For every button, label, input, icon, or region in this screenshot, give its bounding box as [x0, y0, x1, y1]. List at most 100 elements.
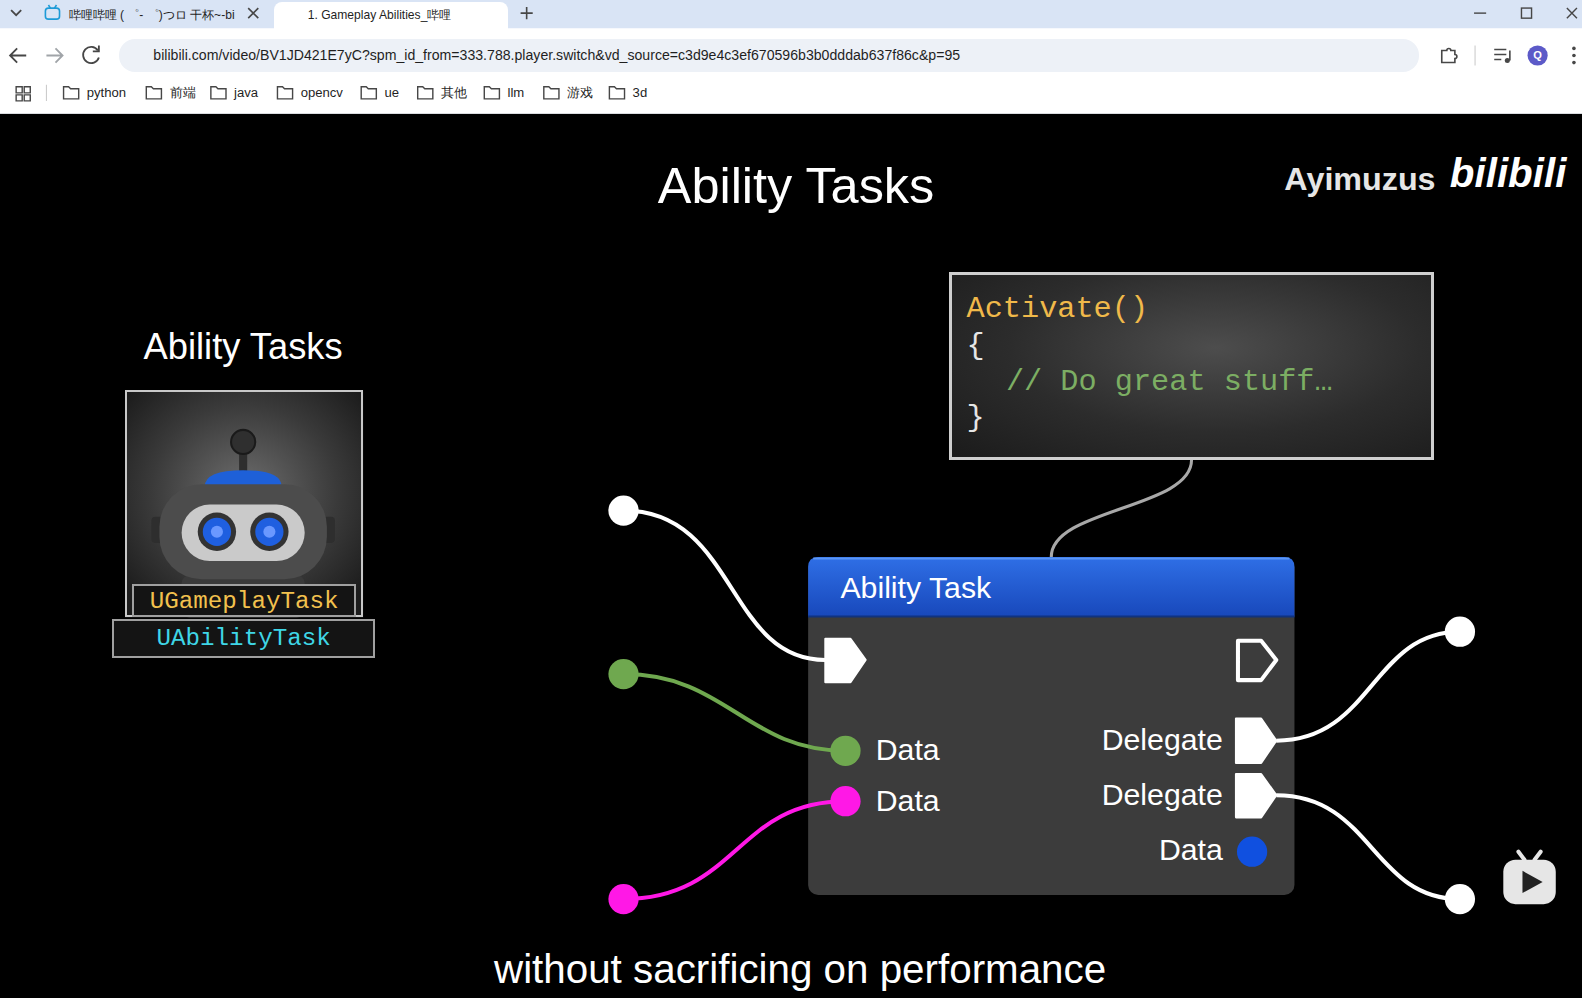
- ability-task-node: Ability TaskDataDataDelegateDelegateData: [808, 557, 1294, 895]
- delegate-wire: [1276, 795, 1460, 899]
- minimize-icon: [1474, 12, 1486, 13]
- exec-out-pin: [1238, 641, 1276, 680]
- wire-end-dot: [608, 495, 638, 525]
- bookmark-name: llm: [507, 85, 524, 101]
- pin-name: Delegate: [1102, 722, 1223, 758]
- folder-icon: [146, 87, 161, 99]
- slide-title: Ability Tasks: [658, 156, 935, 217]
- folder-icon: [484, 87, 499, 99]
- bookmark-name: java: [234, 85, 258, 101]
- wire-end-dot: [1445, 884, 1475, 914]
- pin-name: Data: [876, 732, 940, 768]
- pin-name: Data: [1159, 832, 1223, 868]
- class-name: UAbilityTask: [156, 624, 330, 653]
- site-logo: bilibili: [1450, 149, 1567, 197]
- code-line: Activate(): [967, 291, 1149, 327]
- code-box: Activate(){ // Do great stuff…}: [949, 272, 1433, 460]
- address-bar: bilibili.com/video/BV1JD421E7yC?spm_id_f…: [119, 39, 1419, 71]
- back-icon: [10, 48, 26, 62]
- forward-icon: [46, 48, 62, 62]
- class-name-box: UGameplayTask: [132, 584, 356, 617]
- tab-search-chevron: [11, 10, 21, 15]
- slide-ground: [0, 114, 1582, 998]
- window-close-icon: [1567, 8, 1577, 18]
- play-triangle: [1522, 871, 1542, 893]
- bookmark-separator: [46, 85, 47, 101]
- folder-icon: [361, 87, 376, 99]
- task-header-highlight: [813, 558, 1289, 560]
- folder-icon: [277, 87, 292, 99]
- folder-icon: [544, 87, 559, 99]
- folder-icon: [609, 87, 624, 99]
- tab-title: 哔哩哔哩 ( ゜- ゜)つロ 干杯~-bi: [69, 8, 235, 23]
- delegate-pin: [1236, 774, 1276, 817]
- url-text: bilibili.com/video/BV1JD421E7yC?spm_id_f…: [153, 47, 960, 64]
- pin-name: Delegate: [1102, 777, 1223, 813]
- data-wire: [624, 801, 846, 899]
- robot-eye-glint: [211, 526, 223, 538]
- browser-tab: 哔哩哔哩 ( ゜- ゜)つロ 干杯~-bi: [35, 2, 270, 28]
- task-node-header: [808, 557, 1294, 617]
- data-pin: [830, 736, 860, 766]
- wire-end-dot: [608, 884, 638, 914]
- subtitle-caption: without sacrificing on performance: [494, 947, 1106, 991]
- robot-eye: [255, 518, 283, 546]
- reload-arrow: [93, 45, 99, 51]
- robot-dome: [205, 470, 282, 486]
- player-icon: [1503, 860, 1555, 904]
- reload-icon: [83, 47, 99, 63]
- tab-favicon: [45, 8, 59, 19]
- player-icon-ears: [1518, 852, 1540, 860]
- bookmark-name: 3d: [633, 85, 648, 101]
- toolbar: [0, 28, 1582, 114]
- maximize-icon: [1521, 8, 1531, 18]
- new-tab-icon: [521, 7, 533, 19]
- apps-icon: [16, 87, 30, 101]
- active-browser-tab: 1. Gameplay Abilities_哔哩: [274, 2, 508, 30]
- class-icon-box: Ability TasksUGameplayTask: [125, 390, 363, 617]
- exec-wire: [624, 511, 826, 660]
- robot-eye-rim: [250, 513, 288, 551]
- icon-heading: Ability Tasks: [144, 325, 343, 369]
- class-name: UGameplayTask: [150, 587, 339, 616]
- robot-eye-rim: [198, 513, 236, 551]
- tab-close-icon: [248, 8, 258, 18]
- delegate-pin: [1236, 718, 1276, 762]
- wire-end-dot: [608, 659, 638, 689]
- toolbar-separator: [1475, 45, 1476, 65]
- menu-dot: [1572, 54, 1576, 58]
- media-icon-note: [1505, 58, 1510, 63]
- code-line: {: [967, 328, 985, 364]
- bookmark-name: ue: [384, 85, 399, 101]
- tab-strip: [0, 0, 1582, 30]
- class-name-box: UAbilityTask: [112, 619, 375, 657]
- exec-in-pin: [825, 639, 865, 682]
- robot-eye-glint: [263, 526, 275, 538]
- robot-antenna-ball: [231, 430, 255, 454]
- data-pin: [1237, 837, 1267, 867]
- bookmark-name: 游戏: [567, 85, 593, 101]
- folder-icon: [64, 87, 79, 99]
- avatar-letter: Q: [1533, 49, 1542, 62]
- connector-line: [1051, 460, 1191, 557]
- delegate-wire: [1276, 632, 1460, 741]
- code-line: }: [967, 400, 985, 436]
- task-node-body: [808, 557, 1294, 895]
- bookmark-name: opencv: [301, 85, 343, 101]
- tab-title: 1. Gameplay Abilities_哔哩: [308, 8, 452, 23]
- toolbar-border: [0, 113, 1582, 114]
- robot-head: [159, 484, 326, 579]
- bookmark-name: python: [87, 85, 126, 101]
- data-pin: [830, 786, 860, 816]
- icon-box-fill: [125, 391, 363, 618]
- code-comment: // Do great stuff…: [1006, 364, 1333, 400]
- author-watermark: Ayimuzus: [1284, 160, 1435, 199]
- pin-name: Data: [876, 783, 940, 819]
- menu-dot: [1572, 61, 1576, 65]
- bookmark-name: 其他: [441, 85, 467, 101]
- robot-eye: [203, 518, 231, 546]
- extension-icon: [1442, 48, 1457, 62]
- folder-icon: [211, 87, 226, 99]
- bookmark-name: 前端: [170, 85, 196, 101]
